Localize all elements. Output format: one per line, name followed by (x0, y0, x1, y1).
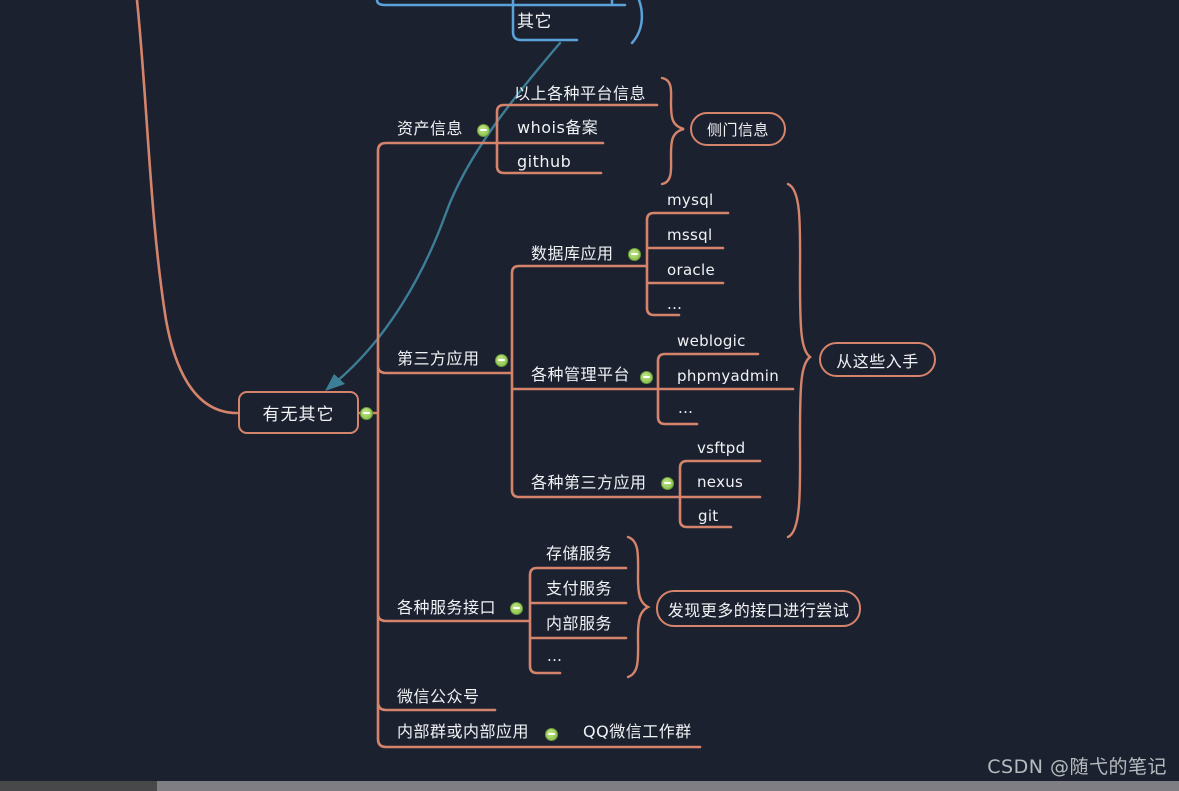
node-mssql[interactable]: mssql (667, 226, 713, 244)
node-third-party-apps[interactable]: 第三方应用 (397, 349, 480, 368)
node-github[interactable]: github (517, 152, 572, 171)
node-mgmt-platforms[interactable]: 各种管理平台 (531, 365, 631, 384)
minus-icon (497, 359, 505, 361)
collapse-minus-button[interactable] (544, 727, 558, 741)
callout-label: 侧门信息 (706, 120, 769, 139)
relation-arrow (325, 41, 562, 391)
relation-arrowhead-icon (325, 374, 345, 391)
minus-icon (630, 253, 638, 255)
horizontal-scrollbar-thumb[interactable] (157, 781, 1179, 791)
node-whois-beian[interactable]: whois备案 (517, 118, 599, 137)
brace-third-party (786, 182, 812, 539)
top-node-right-corner (630, 0, 644, 45)
watermark: CSDN @随弋的笔记 (987, 756, 1167, 778)
collapse-minus-button[interactable] (476, 123, 490, 137)
node-oracle[interactable]: oracle (667, 261, 715, 279)
top-node-bottom-edge (375, 0, 627, 7)
top-node-lines (375, 0, 644, 45)
node-phpmyadmin[interactable]: phpmyadmin (677, 367, 780, 385)
brace-asset-info (660, 76, 685, 186)
minus-icon (512, 607, 520, 609)
node-database-apps[interactable]: 数据库应用 (531, 244, 614, 263)
top-node-other[interactable]: 其它 (517, 12, 552, 32)
collapse-minus-button[interactable] (660, 476, 674, 490)
minus-icon (547, 733, 555, 735)
callout-start-from-these[interactable]: 从这些入手 (819, 342, 936, 377)
center-node-label: 有无其它 (262, 405, 335, 425)
callout-label: 发现更多的接口进行尝试 (667, 600, 850, 620)
node-weblogic[interactable]: weblogic (677, 332, 746, 350)
tree-connectors (358, 103, 795, 749)
node-db-ellipsis[interactable]: ... (667, 295, 683, 313)
node-storage-service[interactable]: 存储服务 (546, 544, 613, 563)
top-node-other-underline (511, 0, 579, 42)
node-git[interactable]: git (698, 507, 719, 525)
collapse-minus-button[interactable] (494, 353, 508, 367)
minus-icon (479, 129, 487, 131)
node-internal-service[interactable]: 内部服务 (546, 614, 613, 633)
node-platform-info[interactable]: 以上各种平台信息 (514, 84, 647, 103)
minus-icon (663, 482, 671, 484)
collapse-minus-button[interactable] (509, 601, 523, 615)
node-nexus[interactable]: nexus (697, 473, 744, 491)
node-service-ellipsis[interactable]: ... (547, 647, 563, 665)
node-payment-service[interactable]: 支付服务 (546, 579, 613, 598)
brace-service-apis (626, 535, 651, 679)
node-qq-wechat-work-group[interactable]: QQ微信工作群 (583, 722, 692, 741)
node-vsftpd[interactable]: vsftpd (697, 439, 746, 457)
callout-label: 从这些入手 (836, 351, 919, 371)
node-mgmt-ellipsis[interactable]: ... (678, 399, 694, 417)
minus-icon (642, 376, 650, 378)
node-internal-groups-apps[interactable]: 内部群或内部应用 (397, 722, 530, 741)
collapse-minus-button[interactable] (639, 370, 653, 384)
center-node-any-other[interactable]: 有无其它 (238, 391, 359, 434)
horizontal-scrollbar-track[interactable] (0, 781, 1179, 791)
relation-curve (334, 41, 562, 384)
node-asset-info[interactable]: 资产信息 (397, 119, 464, 138)
root-connector (135, 0, 239, 415)
node-wechat-official-account[interactable]: 微信公众号 (397, 687, 480, 706)
collapse-minus-button[interactable] (359, 406, 373, 420)
callout-side-door-info[interactable]: 侧门信息 (690, 112, 786, 146)
node-mysql[interactable]: mysql (667, 191, 714, 209)
callout-discover-more-apis[interactable]: 发现更多的接口进行尝试 (656, 590, 861, 627)
minus-icon (362, 412, 370, 414)
node-misc-third-party[interactable]: 各种第三方应用 (531, 473, 647, 492)
collapse-minus-button[interactable] (627, 247, 641, 261)
node-service-apis[interactable]: 各种服务接口 (397, 598, 497, 617)
